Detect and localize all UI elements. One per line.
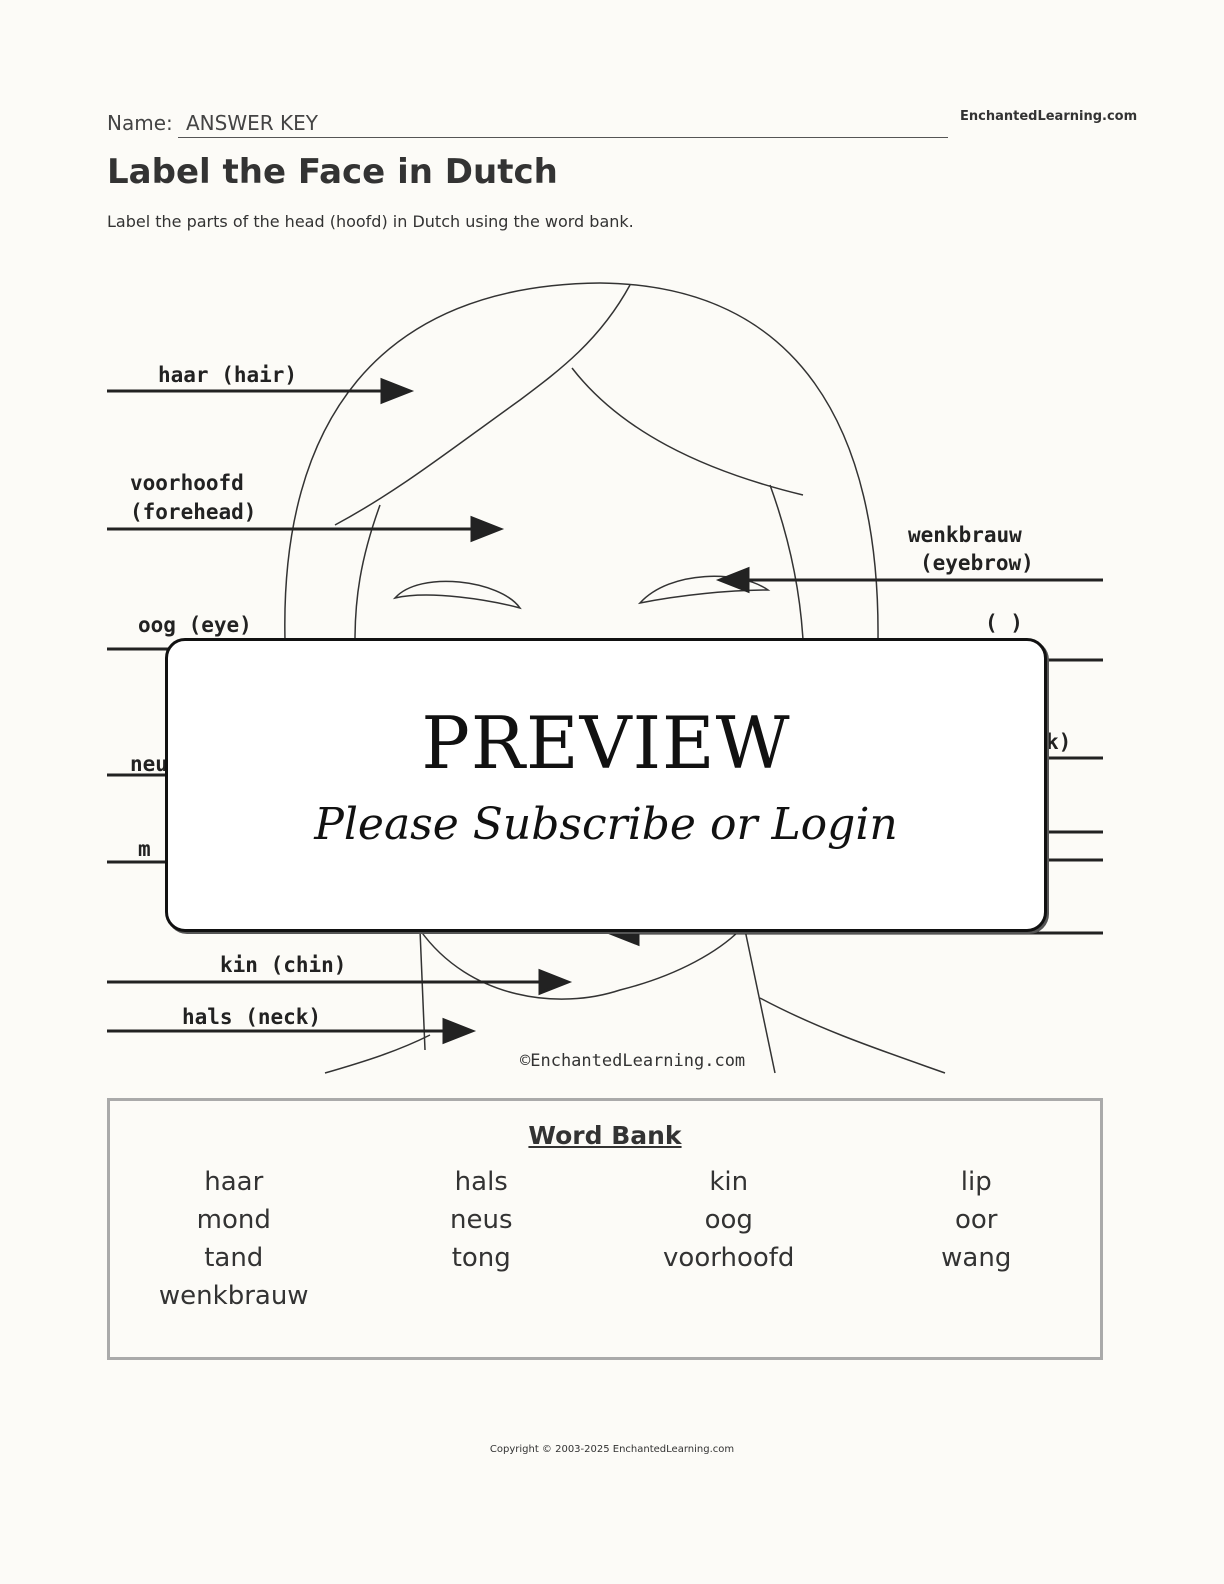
word: kin	[709, 1167, 749, 1197]
name-label: Name:	[107, 111, 173, 135]
label-oog: oog (eye)	[138, 613, 252, 637]
label-haar: haar (hair)	[158, 363, 297, 387]
word: wenkbrauw	[158, 1281, 309, 1311]
word-bank-grid: haar hals kin lip mond neus oog oor tand…	[110, 1167, 1100, 1311]
label-eyebrow: (eyebrow)	[920, 551, 1034, 575]
word-bank-title: Word Bank	[528, 1121, 682, 1150]
word: lip	[960, 1167, 992, 1197]
preview-overlay[interactable]: PREVIEW Please Subscribe or Login	[165, 638, 1047, 932]
name-field[interactable]: ANSWER KEY	[178, 111, 948, 138]
label-mond-partial: m	[138, 837, 151, 861]
arrows	[107, 377, 1103, 1045]
word: voorhoofd	[663, 1243, 795, 1273]
brand-logo[interactable]: EnchantedLearning.com	[960, 109, 1138, 124]
diagram-copyright: ©EnchantedLearning.com	[520, 1051, 745, 1071]
subscribe-login-link[interactable]: Please Subscribe or Login	[314, 799, 898, 850]
word: oog	[704, 1205, 753, 1235]
label-kin: kin (chin)	[220, 953, 346, 977]
word: oor	[954, 1205, 998, 1235]
word: mond	[196, 1205, 271, 1235]
word: hals	[454, 1167, 508, 1197]
label-oor-partial: ( )	[985, 611, 1023, 635]
word-bank: Word Bank haar hals kin lip mond neus oo…	[107, 1098, 1103, 1360]
label-wenkbrauw: wenkbrauw	[908, 523, 1022, 547]
label-neus-partial: neu	[130, 752, 168, 776]
word: wang	[941, 1243, 1012, 1273]
footer-copyright: Copyright © 2003-2025 EnchantedLearning.…	[489, 1444, 735, 1455]
label-voorhoofd: voorhoofd	[130, 471, 244, 495]
label-forehead: (forehead)	[130, 500, 256, 524]
word: tong	[451, 1243, 511, 1273]
word: tand	[204, 1243, 264, 1273]
instructions: Label the parts of the head (hoofd) in D…	[107, 212, 634, 231]
page-title: Label the Face in Dutch	[107, 152, 558, 192]
face-diagram: haar (hair) voorhoofd (forehead) oog (ey…	[107, 282, 1103, 1074]
word: haar	[204, 1167, 264, 1197]
label-hals: hals (neck)	[182, 1005, 321, 1029]
word: neus	[450, 1205, 513, 1235]
preview-title: PREVIEW	[421, 701, 791, 785]
face-drawing	[284, 282, 946, 1074]
label-wang-partial: k)	[1046, 730, 1071, 754]
